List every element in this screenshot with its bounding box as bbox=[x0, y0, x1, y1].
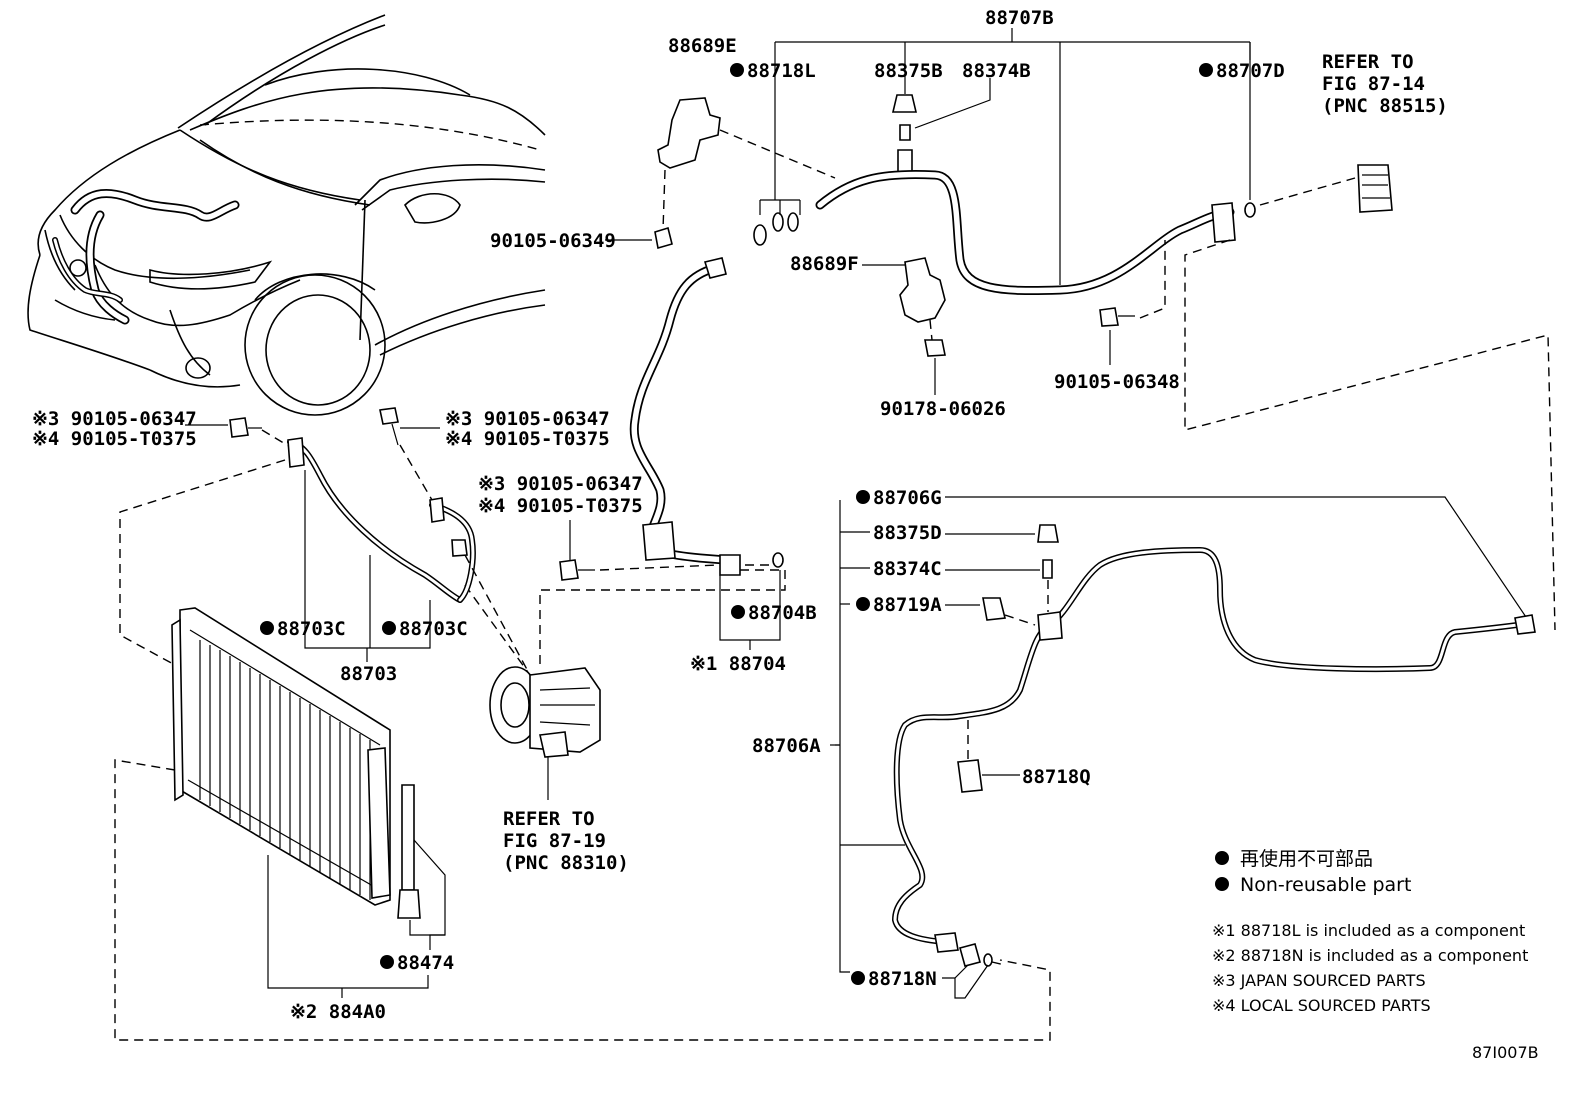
label-90178-06026: 90178-06026 bbox=[880, 398, 1006, 420]
ref-fig-87-14-line2: FIG 87-14 bbox=[1322, 73, 1425, 95]
legend-jp: 再使用不可部品 bbox=[1240, 848, 1373, 870]
label-88474: 88474 bbox=[397, 952, 454, 974]
label-88719A: 88719A bbox=[873, 594, 942, 616]
note-1: ※1 88718L is included as a component bbox=[1212, 921, 1525, 940]
non-reusable-dot-icon bbox=[1215, 877, 1229, 891]
non-reusable-dot-icon bbox=[382, 621, 396, 635]
label-bolt-c-local: ※4 90105-T0375 bbox=[478, 495, 643, 517]
label-88706G: 88706G bbox=[873, 487, 942, 509]
label-88375D: 88375D bbox=[873, 522, 942, 544]
label-884A0: ※2 884A0 bbox=[290, 1001, 386, 1023]
label-88375B: 88375B bbox=[874, 60, 943, 82]
liquid-pipe-88706A-group: 88706G 88375D 88374C 88719A 88706A 88718… bbox=[752, 487, 1536, 999]
figure-id: 87I007B bbox=[1472, 1043, 1539, 1062]
condenser-884A0-group: 88474 ※2 884A0 bbox=[114, 607, 1051, 1041]
label-88703C-a: 88703C bbox=[277, 618, 346, 640]
label-88718L: 88718L bbox=[747, 60, 816, 82]
label-88706A: 88706A bbox=[752, 735, 821, 757]
label-90105-06348: 90105-06348 bbox=[1054, 371, 1180, 393]
non-reusable-dot-icon bbox=[856, 490, 870, 504]
label-88703C-b: 88703C bbox=[399, 618, 468, 640]
label-88704: ※1 88704 bbox=[690, 653, 786, 675]
label-88704B: 88704B bbox=[748, 602, 817, 624]
label-bolt-b-japan: ※3 90105-06347 bbox=[445, 408, 610, 430]
condenser-pipe-88703-group: ※3 90105-06347 ※4 90105-T0375 ※3 90105-0… bbox=[32, 407, 610, 685]
non-reusable-dot-icon bbox=[1199, 63, 1213, 77]
label-90105-06349: 90105-06349 bbox=[490, 230, 616, 252]
non-reusable-dot-icon bbox=[260, 621, 274, 635]
note-3: ※3 JAPAN SOURCED PARTS bbox=[1212, 971, 1426, 990]
label-88718N: 88718N bbox=[868, 968, 937, 990]
ref-fig-87-14-line1: REFER TO bbox=[1322, 51, 1414, 73]
label-88374B: 88374B bbox=[962, 60, 1031, 82]
note-4: ※4 LOCAL SOURCED PARTS bbox=[1212, 996, 1431, 1015]
non-reusable-dot-icon bbox=[1215, 851, 1229, 865]
compressor-ref-group: REFER TO FIG 87-19 (PNC 88310) bbox=[464, 584, 629, 874]
legend: 再使用不可部品 Non-reusable part ※1 88718L is i… bbox=[1212, 848, 1539, 1062]
ref-fig-87-19-line2: FIG 87-19 bbox=[503, 830, 606, 852]
label-88707B: 88707B bbox=[985, 7, 1054, 29]
ref-fig-87-19-line1: REFER TO bbox=[503, 808, 595, 830]
label-bolt-a-japan: ※3 90105-06347 bbox=[32, 408, 197, 430]
non-reusable-dot-icon bbox=[856, 597, 870, 611]
suction-pipe-88707B-group: 88707B 88689E 88718L 88375B 88374B 88707… bbox=[490, 7, 1556, 631]
label-88374C: 88374C bbox=[873, 558, 942, 580]
non-reusable-dot-icon bbox=[731, 605, 745, 619]
label-bolt-a-local: ※4 90105-T0375 bbox=[32, 428, 197, 450]
note-2: ※2 88718N is included as a component bbox=[1212, 946, 1528, 965]
non-reusable-dot-icon bbox=[730, 63, 744, 77]
non-reusable-dot-icon bbox=[851, 971, 865, 985]
legend-en: Non-reusable part bbox=[1240, 874, 1411, 896]
discharge-hose-88704-group: 88704B ※1 88704 ※3 90105-06347 ※4 90105-… bbox=[478, 257, 817, 675]
label-88718Q: 88718Q bbox=[1022, 766, 1091, 788]
label-88689E: 88689E bbox=[668, 35, 737, 57]
label-88689F: 88689F bbox=[790, 253, 859, 275]
ref-fig-87-14-line3: (PNC 88515) bbox=[1322, 95, 1448, 117]
vehicle-illustration bbox=[27, 14, 546, 416]
ref-fig-87-19-line3: (PNC 88310) bbox=[503, 852, 629, 874]
label-88703: 88703 bbox=[340, 663, 397, 685]
label-bolt-b-local: ※4 90105-T0375 bbox=[445, 428, 610, 450]
label-bolt-c-japan: ※3 90105-06347 bbox=[478, 473, 643, 495]
non-reusable-dot-icon bbox=[380, 955, 394, 969]
